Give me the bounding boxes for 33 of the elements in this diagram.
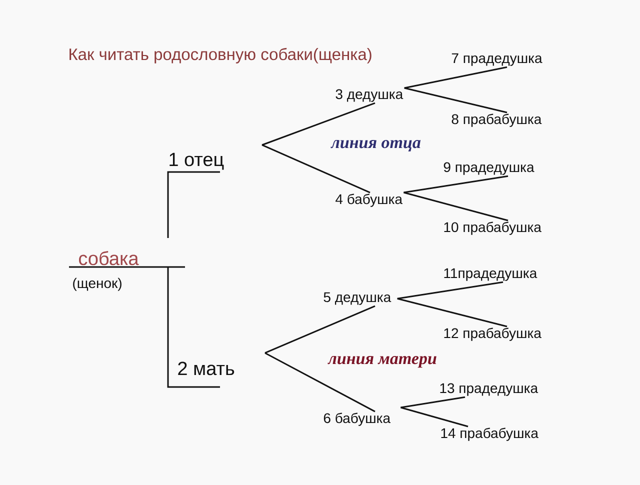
relative-label: 2 мать [178,362,234,376]
branch-line [397,298,508,328]
underlined-label: собака [69,251,185,268]
relative-label: 14 прабабушка [441,428,538,441]
branch-line [404,66,508,89]
bracket-line [167,267,220,388]
relative-label: 1 отец [170,152,224,170]
bracket-line [167,171,220,238]
branch-line [262,144,370,194]
title: Как читать родословную собаки(щенка) [70,48,372,64]
relative-label: 10 прабабушка [444,222,542,235]
relative-label: 13 прадедушка [440,383,538,396]
branch-line [264,305,376,354]
branch-line [404,87,508,114]
relative-label: 5 дедушка [324,292,392,305]
relative-label: 6 бабушка [324,412,391,426]
lineage-label: линия матери [328,356,436,368]
relative-label: 4 бабушка [336,194,403,207]
branch-line [404,175,508,194]
branch-line [264,352,376,412]
note-text: (щенок) [73,278,122,291]
branch-line [400,406,468,428]
lineage-label: линия отца [330,140,421,152]
relative-label: 12 прабабушка [444,328,542,341]
relative-label: 3 дедушка [336,89,404,102]
branch-line [400,396,466,408]
relative-label: 8 прабабушка [452,114,542,127]
branch-line [262,102,376,146]
branch-line [404,192,508,222]
branch-line [397,281,504,300]
relative-label: 11прадедушка [444,268,538,281]
relative-label: 9 прадедушка [444,162,534,175]
relative-label: 7 прадедушка [452,53,542,66]
